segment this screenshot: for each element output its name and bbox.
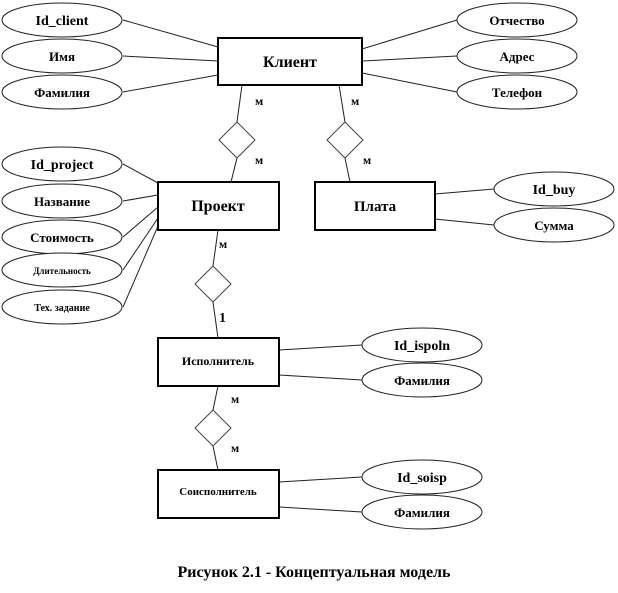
connector: [434, 188, 495, 195]
cardinality-label: м: [219, 237, 227, 251]
cardinality-label: м: [363, 153, 371, 167]
attribute-label: Id_client: [36, 14, 89, 29]
connector: [278, 476, 363, 483]
connector: [122, 225, 159, 308]
attribute-label: Стоимость: [30, 230, 94, 245]
relationship-client-payment: [326, 121, 364, 159]
entity-label: Плата: [354, 199, 397, 215]
attribute-label: Тех. задание: [34, 303, 90, 314]
connector: [122, 206, 159, 238]
attribute-label: Адрес: [500, 49, 535, 64]
attribute-id-soisp: Id_soisp: [361, 459, 483, 495]
connector: [122, 19, 219, 48]
cardinality-label: м: [255, 94, 263, 108]
connector: [122, 194, 159, 202]
entity-label: Исполнитель: [182, 354, 255, 368]
connector: [236, 84, 243, 123]
relationship-executor-coexecutor: [194, 409, 232, 447]
entity-payment: Плата: [314, 181, 436, 231]
attribute-id-client: Id_client: [1, 2, 123, 38]
connector: [434, 218, 495, 226]
connector: [344, 157, 351, 183]
cardinality-label: 1: [219, 311, 226, 326]
attribute-label: Отчество: [489, 13, 544, 28]
connector: [122, 55, 219, 62]
entity-label: Клиент: [263, 54, 317, 71]
connector: [122, 217, 159, 271]
attribute-label: Длительность: [33, 266, 91, 276]
attribute-cost: Стоимость: [1, 219, 123, 255]
connector: [278, 374, 363, 381]
relationship-project-executor: [194, 265, 232, 303]
attribute-sum: Сумма: [493, 207, 615, 243]
attribute-patronymic: Отчество: [456, 2, 578, 38]
attribute-label: Телефон: [492, 85, 543, 100]
attribute-address: Адрес: [456, 38, 578, 74]
attribute-executor-last-name: Фамилия: [361, 362, 483, 398]
attribute-label: Id_soisp: [397, 471, 447, 486]
attribute-last-name: Фамилия: [1, 74, 123, 110]
connector: [122, 74, 219, 93]
attribute-label: Фамилия: [394, 505, 450, 520]
entity-label: Проект: [191, 198, 245, 215]
attribute-first-name: Имя: [1, 38, 123, 74]
cardinality-label: м: [255, 153, 263, 167]
cardinality-label: м: [351, 94, 359, 108]
attribute-duration: Длительность: [1, 252, 123, 288]
attribute-coexecutor-last-name: Фамилия: [361, 494, 483, 530]
entity-label: Соисполнитель: [179, 486, 257, 498]
connector: [361, 19, 458, 50]
entity-project: Проект: [157, 181, 280, 231]
connector: [122, 163, 159, 184]
cardinality-label: м: [231, 392, 239, 406]
attribute-id-project: Id_project: [1, 146, 123, 182]
connector: [230, 157, 238, 183]
attribute-id-ispoln: Id_ispoln: [361, 327, 483, 363]
attribute-label: Сумма: [534, 218, 574, 233]
connector: [361, 55, 458, 62]
connector: [278, 344, 363, 351]
attribute-label: Id_project: [31, 158, 94, 173]
attribute-label: Фамилия: [394, 373, 450, 388]
attribute-label: Имя: [49, 49, 75, 64]
attribute-tech-spec: Тех. задание: [1, 289, 123, 325]
connector: [212, 445, 219, 471]
entity-coexecutor: Соисполнитель: [157, 469, 280, 519]
relationship-client-project: [218, 121, 256, 159]
connector: [338, 84, 346, 123]
attribute-label: Id_buy: [533, 183, 576, 198]
entity-executor: Исполнитель: [157, 337, 280, 387]
attribute-name: Название: [1, 183, 123, 219]
attribute-label: Фамилия: [34, 85, 90, 100]
attribute-id-buy: Id_buy: [493, 171, 615, 207]
cardinality-label: м: [231, 441, 239, 455]
connector: [212, 301, 219, 339]
connector: [361, 72, 458, 93]
attribute-label: Id_ispoln: [394, 339, 450, 354]
connector: [212, 229, 219, 267]
connector: [212, 385, 219, 411]
connector: [278, 506, 363, 513]
figure-caption: Рисунок 2.1 - Концептуальная модель: [178, 564, 452, 581]
attribute-phone: Телефон: [456, 74, 578, 110]
attribute-label: Название: [34, 194, 90, 209]
entity-client: Клиент: [217, 37, 363, 86]
